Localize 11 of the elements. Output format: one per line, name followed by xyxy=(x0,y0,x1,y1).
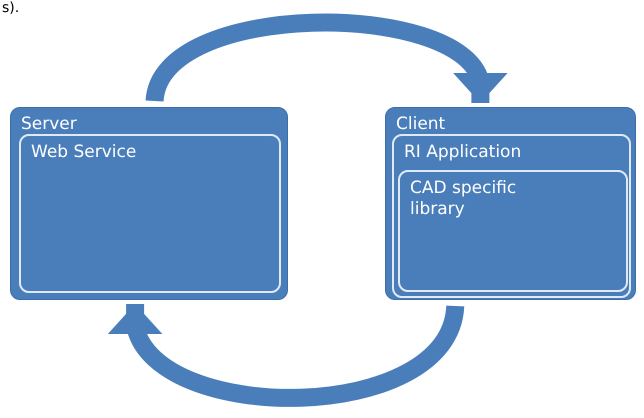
box-label: Server xyxy=(21,114,77,135)
box-label: Client xyxy=(396,114,446,135)
box-label: Web Service xyxy=(31,142,136,163)
container-box xyxy=(10,107,288,300)
component-box xyxy=(398,170,628,292)
box-label: CAD specific library xyxy=(410,178,518,220)
box-label: RI Application xyxy=(404,142,522,163)
component-box xyxy=(19,134,281,293)
text-fragment: s). xyxy=(2,0,20,16)
container-box xyxy=(385,107,636,300)
component-box xyxy=(392,134,631,298)
